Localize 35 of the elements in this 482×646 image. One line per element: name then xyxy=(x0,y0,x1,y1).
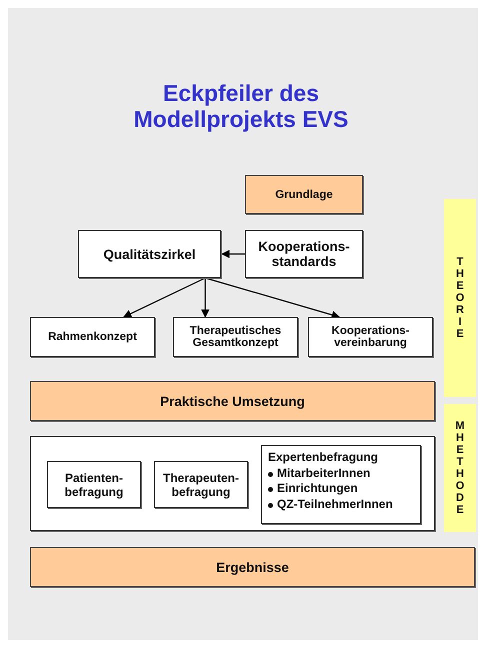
stage-box xyxy=(30,381,435,421)
list-item: QZ-TeilnehmerInnen xyxy=(268,496,393,512)
concept-box xyxy=(47,461,141,508)
box-label: MHETHODE xyxy=(455,420,465,516)
side-band xyxy=(444,199,476,397)
box-label: Ergebnisse xyxy=(216,560,289,574)
concept-box xyxy=(261,445,421,524)
arrow xyxy=(201,278,210,318)
box-label: Patienten- befragung xyxy=(64,470,124,498)
list-item: Einrichtungen xyxy=(268,481,358,496)
box-heading: Expertenbefragung xyxy=(268,450,378,466)
arrow xyxy=(205,277,340,319)
box-label: Grundlage xyxy=(275,188,333,200)
title: Eckpfeiler des Modellprojekts EVS xyxy=(132,80,350,132)
arrow xyxy=(123,277,206,318)
concept-box xyxy=(173,317,298,357)
concept-box xyxy=(30,317,155,357)
box-label: Therapeuten- befragung xyxy=(162,470,240,498)
box-label: Rahmenkonzept xyxy=(48,331,137,343)
group-box xyxy=(30,436,435,531)
box-label: Praktische Umsetzung xyxy=(160,394,305,408)
concept-box xyxy=(78,230,221,278)
concept-box xyxy=(308,317,433,357)
box-label: Kooperations- vereinbarung xyxy=(330,325,410,349)
stage-box xyxy=(245,175,363,214)
concept-box xyxy=(154,461,248,508)
stage-box xyxy=(30,547,475,587)
side-band xyxy=(444,404,476,532)
box-label: Therapeutisches Gesamtkonzept xyxy=(188,325,282,349)
box-label: THEORIE xyxy=(456,256,464,340)
box-label: Qualitätszirkel xyxy=(103,246,196,262)
concept-box xyxy=(245,230,363,278)
box-label: Kooperations- standards xyxy=(257,239,351,269)
arrow xyxy=(221,250,245,258)
list-item: MitarbeiterInnen xyxy=(268,466,370,481)
